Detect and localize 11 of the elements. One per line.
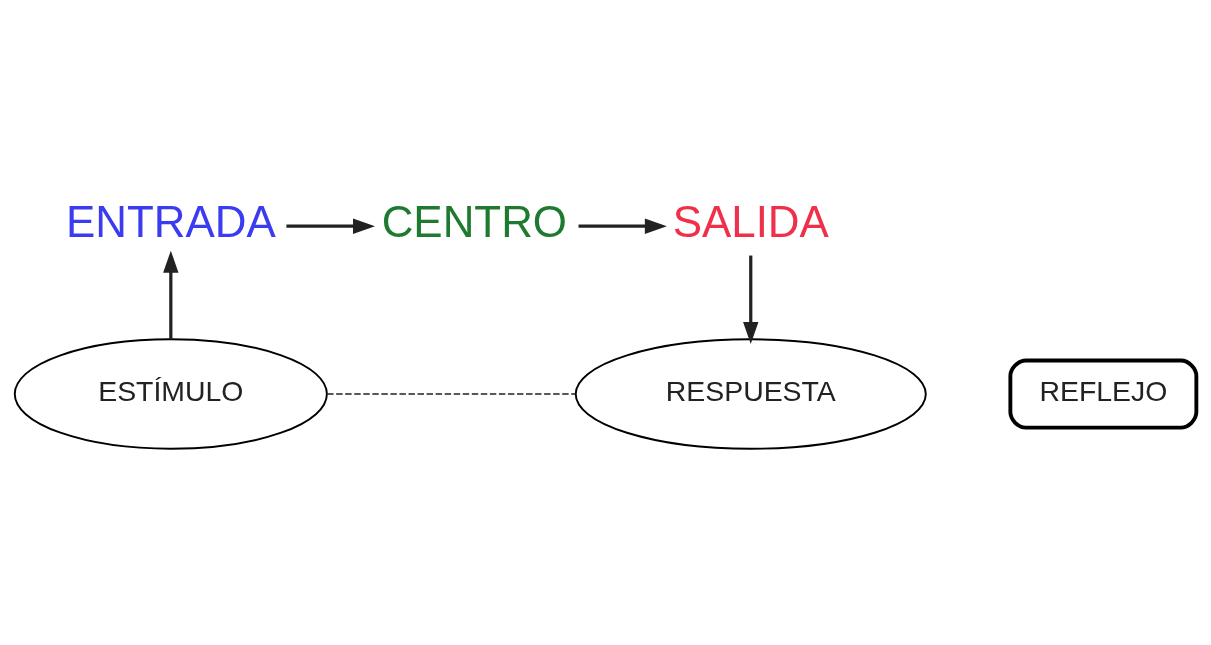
node-ellipse: RESPUESTA — [574, 337, 927, 450]
arrow — [743, 255, 759, 344]
arrow — [286, 218, 375, 234]
node-text: CENTRO — [381, 196, 568, 246]
arrow — [163, 250, 179, 339]
node-ellipse: ESTÍMULO — [13, 337, 328, 450]
node-text: ENTRADA — [65, 196, 276, 246]
connector — [326, 392, 577, 395]
node-text: SALIDA — [672, 196, 829, 246]
node-box: REFLEJO — [1008, 358, 1199, 430]
arrow — [578, 218, 667, 234]
